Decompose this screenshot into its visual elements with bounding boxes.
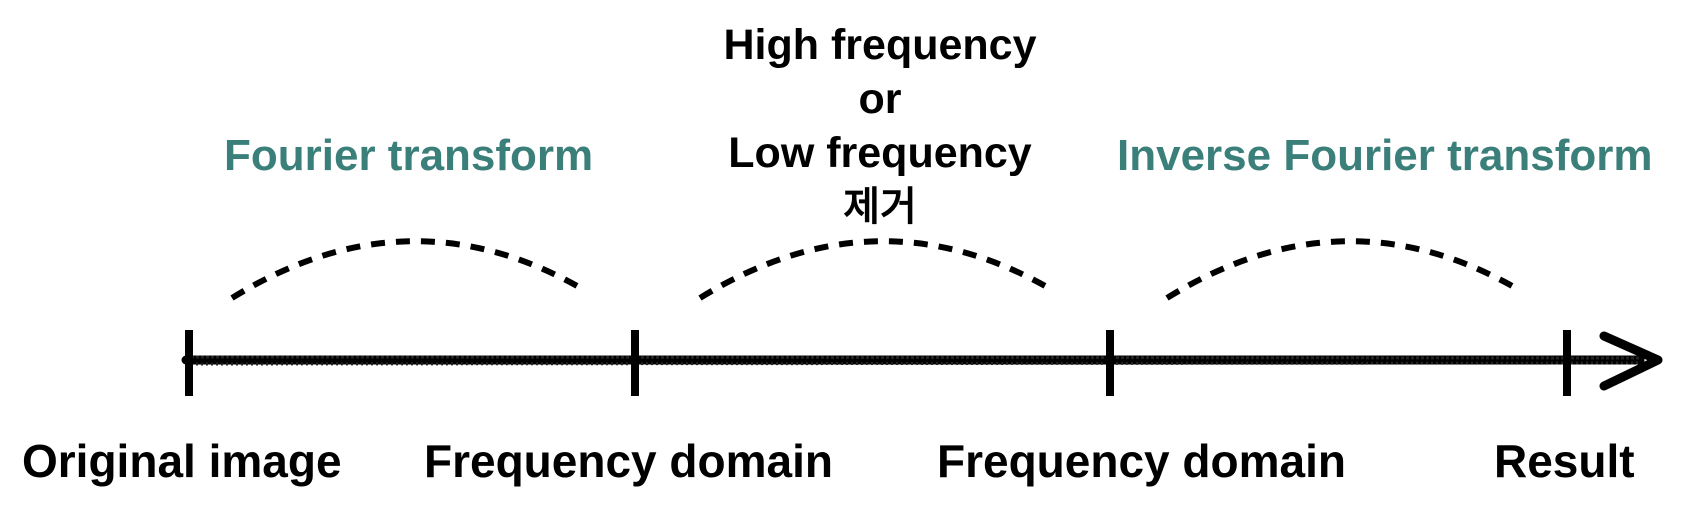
arc-inverse — [1165, 238, 1523, 301]
filter-line-remove: 제거 — [843, 184, 917, 230]
arc-fourier — [230, 238, 588, 301]
timeline-line-texture — [185, 361, 1641, 366]
arrow-head-icon — [1599, 331, 1663, 391]
filter-line-high: High frequency — [723, 21, 1037, 69]
timeline-axis — [181, 331, 1663, 391]
filter-line-low: Low frequency — [728, 129, 1032, 177]
filter-line-or: or — [858, 75, 902, 123]
arc-filter — [698, 238, 1056, 301]
step-frequency-domain-2: Frequency domain — [937, 435, 1346, 487]
operation-frequency-filter: High frequency or Low frequency 제거 — [680, 18, 1080, 234]
step-original-image: Original image — [22, 435, 342, 487]
operation-inverse-fourier-transform: Inverse Fourier transform — [1117, 131, 1653, 180]
step-frequency-domain-1: Frequency domain — [424, 435, 833, 487]
step-result: Result — [1494, 435, 1635, 487]
tick-marks — [185, 330, 1571, 396]
operation-fourier-transform: Fourier transform — [224, 131, 594, 180]
transition-arcs — [230, 238, 1523, 301]
timeline-line-texture — [185, 355, 1641, 360]
